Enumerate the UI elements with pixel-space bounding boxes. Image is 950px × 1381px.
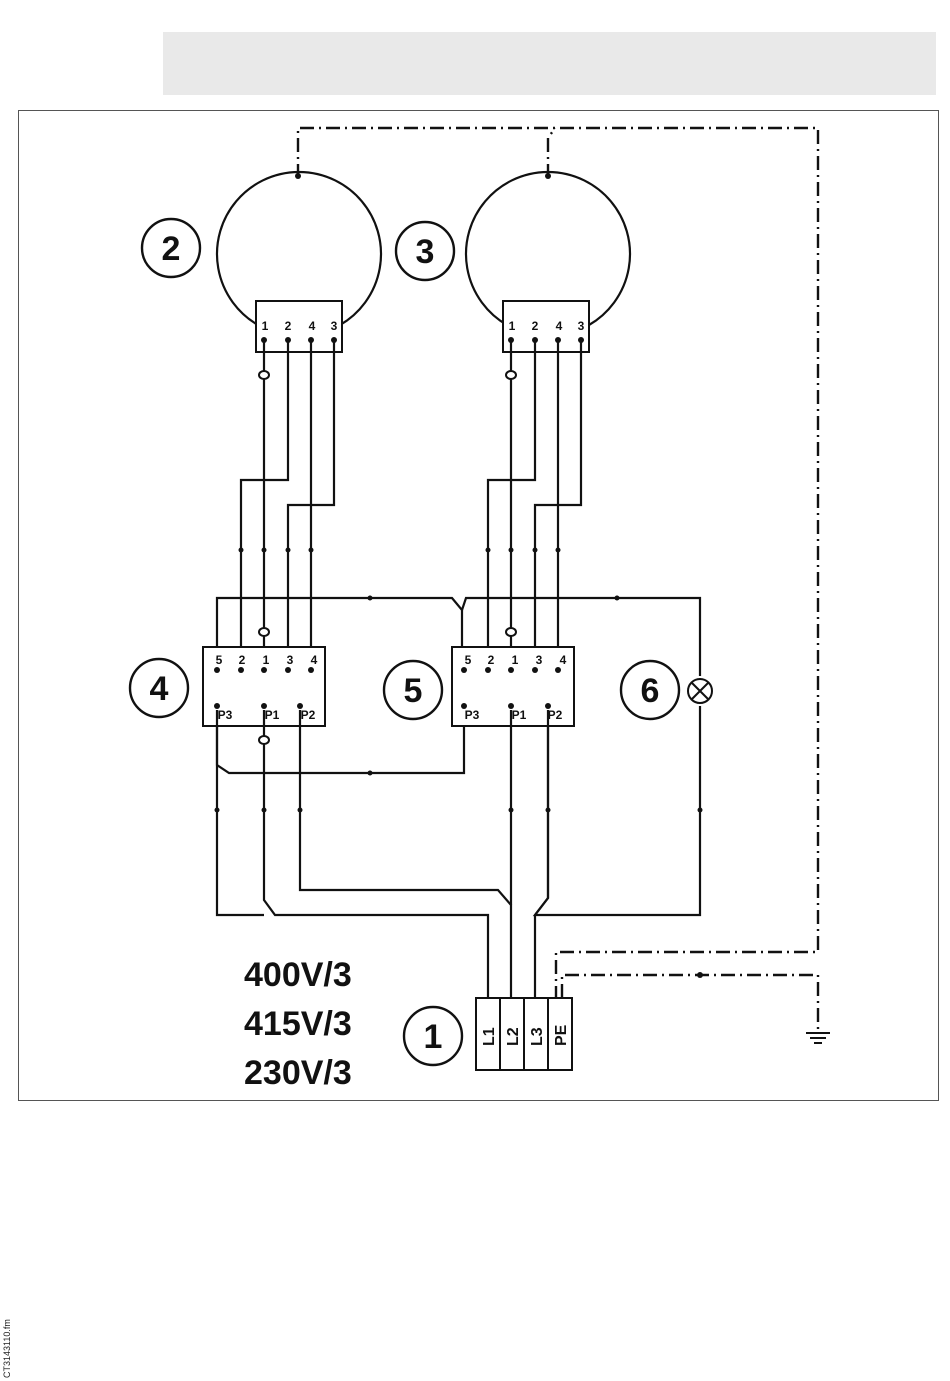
switch-5-terminal: P3 [465, 708, 480, 722]
callout-1: 1 [404, 1007, 462, 1065]
switch-4-terminal: P3 [218, 708, 233, 722]
switch-5: 5 2 1 3 4 P3 P1 P2 [452, 647, 574, 726]
motor-3-terminal: 4 [556, 319, 563, 333]
callout-3: 3 [396, 222, 454, 280]
motor-3-terminal: 1 [509, 319, 516, 333]
motor-3: 1 2 4 3 [466, 172, 630, 352]
supply-terminal-label: L3 [529, 1027, 546, 1046]
motor-2-terminal: 4 [309, 319, 316, 333]
earth-wiring [295, 128, 818, 1030]
motor-2-terminal-block [256, 301, 342, 352]
switch-4-terminal: 2 [239, 653, 246, 667]
motor-2-terminal: 2 [285, 319, 292, 333]
svg-text:4: 4 [150, 670, 169, 708]
callout-6: 6 [621, 661, 679, 719]
supply-terminal-label: PE [553, 1024, 570, 1046]
callout-5: 5 [384, 661, 442, 719]
lamp-icon [688, 679, 712, 703]
switch-4-terminal: P1 [265, 708, 280, 722]
switch-4-terminal: 4 [311, 653, 318, 667]
svg-text:1: 1 [424, 1018, 443, 1056]
voltage-label: 415V/3 [244, 1005, 352, 1043]
switch-5-terminal: 2 [488, 653, 495, 667]
wires-motor-2 [239, 340, 335, 668]
svg-text:3: 3 [416, 233, 435, 271]
switch-5-terminal: 4 [560, 653, 567, 667]
switch-5-terminal: P1 [512, 708, 527, 722]
motor-3-terminal-block [503, 301, 589, 352]
ground-icon [806, 1033, 830, 1043]
supply-terminal-label: L1 [481, 1027, 498, 1046]
supply-terminal-label: L2 [505, 1027, 522, 1046]
switch-5-terminal: 1 [512, 653, 519, 667]
motor-3-terminal: 3 [578, 319, 585, 333]
switch-4-terminal: P2 [301, 708, 316, 722]
motor-3-terminal: 2 [532, 319, 539, 333]
motor-2: 1 2 4 3 [217, 172, 381, 352]
svg-text:6: 6 [641, 672, 660, 710]
svg-text:5: 5 [404, 672, 423, 710]
control-wiring [217, 596, 703, 916]
file-reference: CT3143110.fm [2, 1319, 12, 1378]
callout-2: 2 [142, 219, 200, 277]
switch-4-terminal: 3 [287, 653, 294, 667]
voltage-label: 400V/3 [244, 956, 352, 994]
motor-2-terminal: 1 [262, 319, 269, 333]
motor-2-terminal: 3 [331, 319, 338, 333]
callout-4: 4 [130, 659, 188, 717]
switch-4-terminal: 5 [216, 653, 223, 667]
switch-4-terminal: 1 [263, 653, 270, 667]
switch-5-terminal: 3 [536, 653, 543, 667]
wires-motor-3 [486, 340, 582, 668]
supply-terminal-block: L1 L2 L3 PE [476, 998, 572, 1070]
svg-text:2: 2 [162, 230, 181, 268]
supply-wiring [215, 710, 551, 998]
switch-5-terminal: 5 [465, 653, 472, 667]
switch-5-terminal: P2 [548, 708, 563, 722]
voltage-label: 230V/3 [244, 1054, 352, 1092]
